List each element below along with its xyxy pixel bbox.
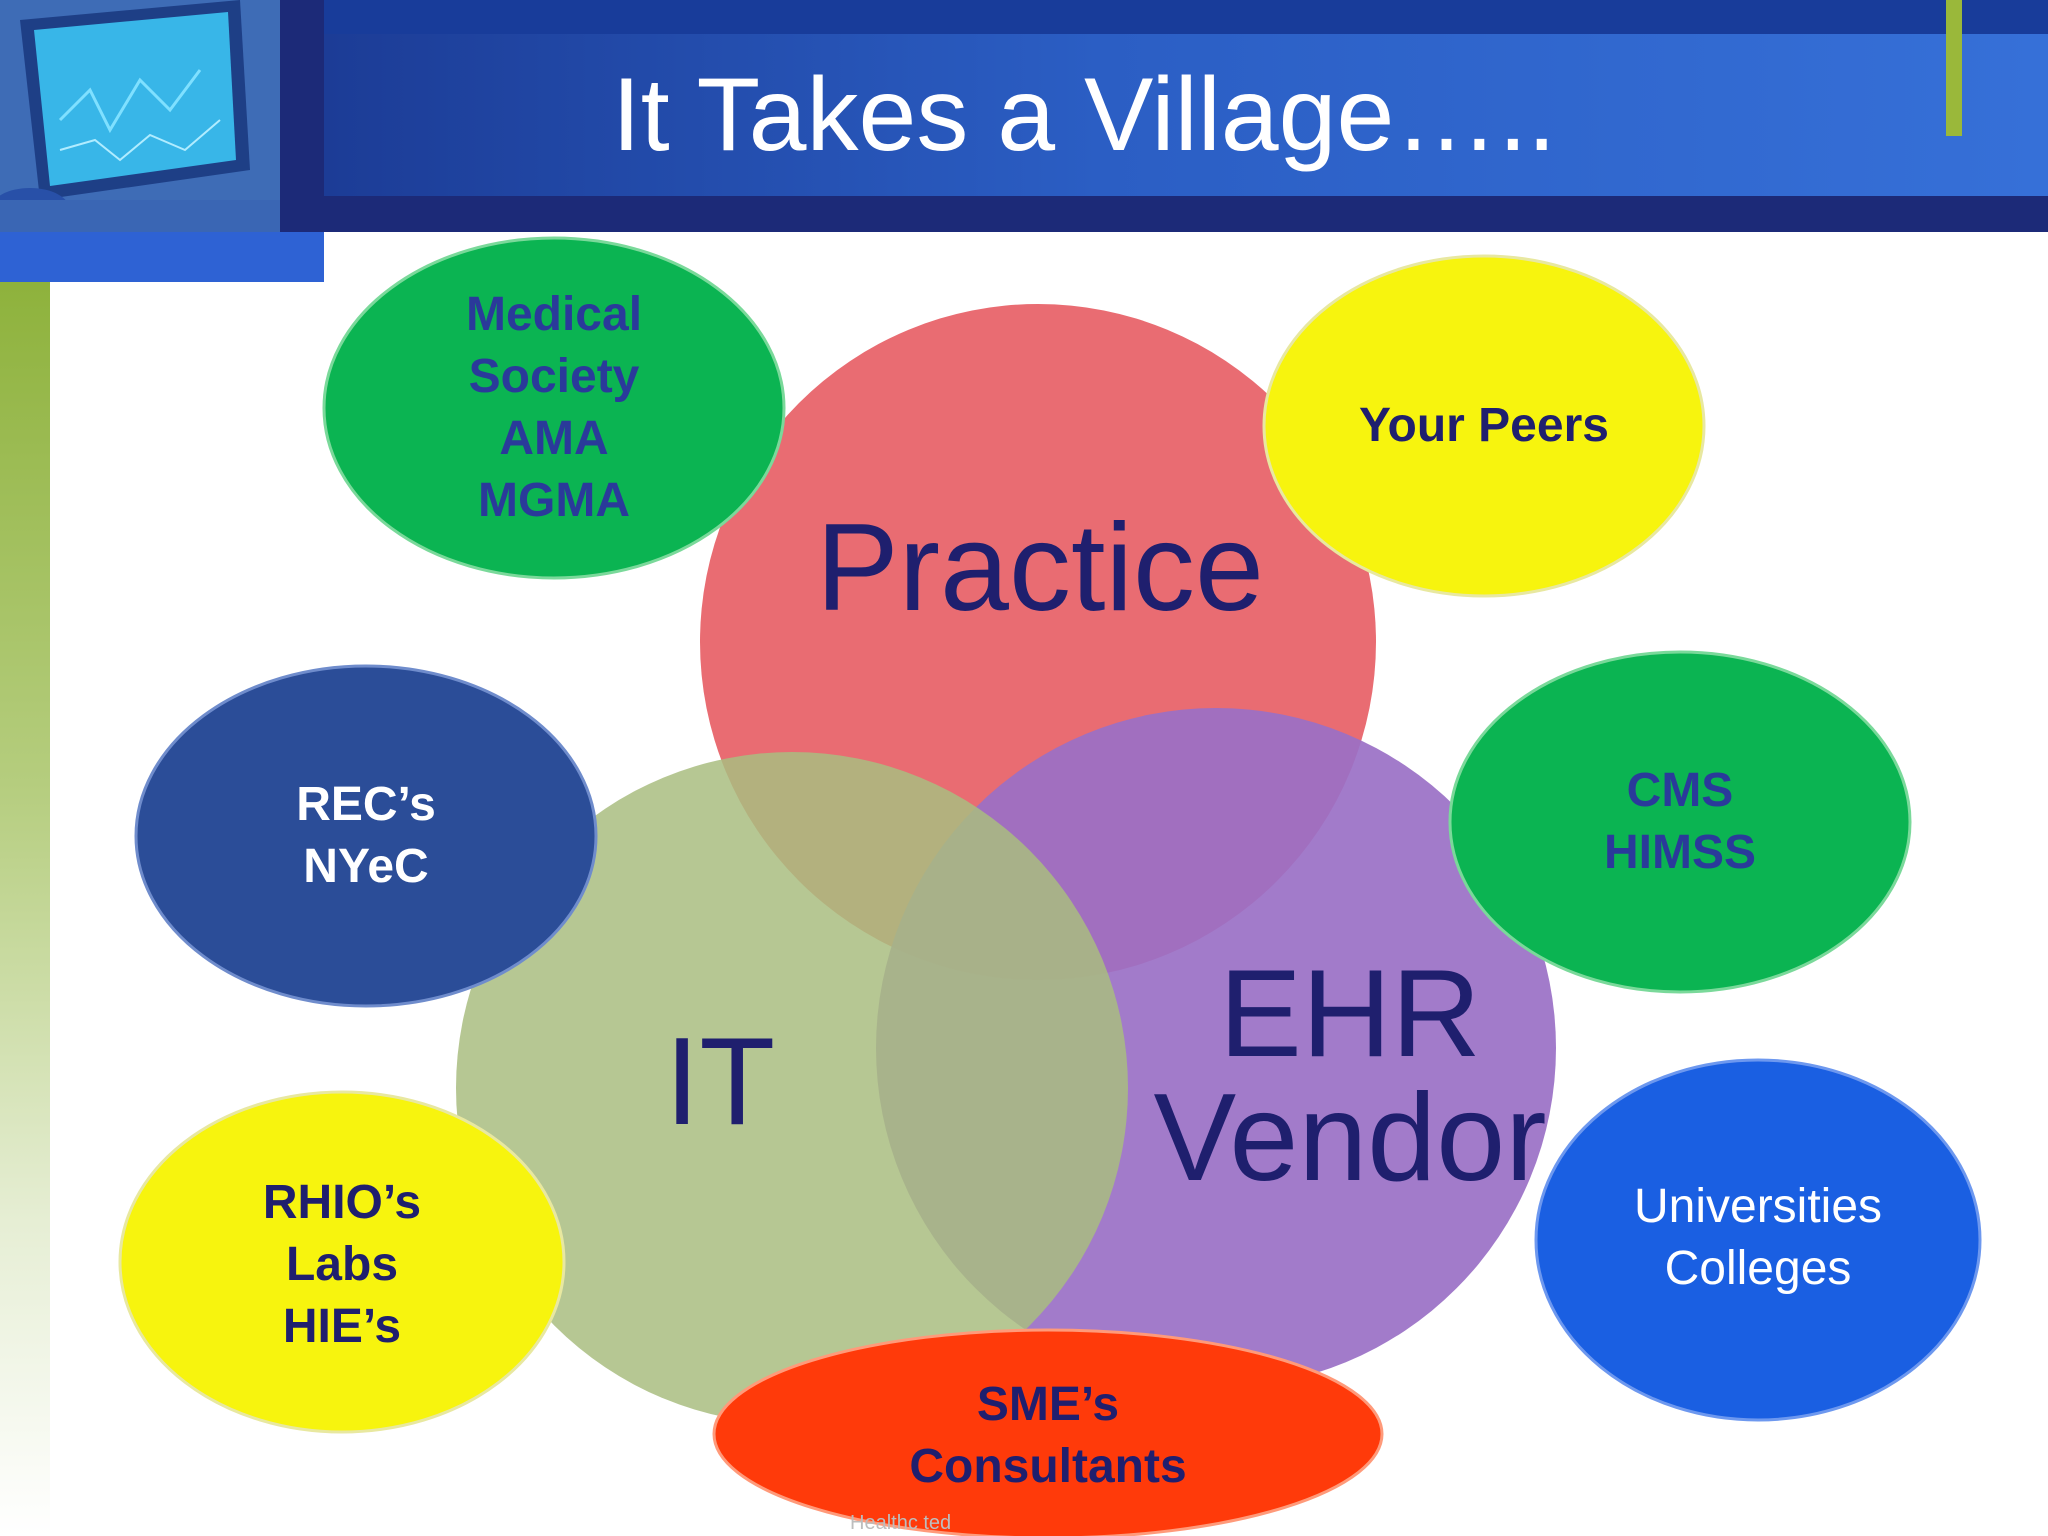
rhios-line-1: RHIO’s bbox=[262, 1176, 422, 1229]
universities-line-1: Universities bbox=[1633, 1180, 1883, 1233]
your-peers-label: Your Peers bbox=[1264, 386, 1704, 466]
computer-thumbnail-image bbox=[0, 0, 280, 232]
cms-line-2: HIMSS bbox=[1603, 826, 1756, 879]
header-corner-tab bbox=[0, 232, 324, 282]
medical-society-label: Medical Society AMA MGMA bbox=[354, 262, 754, 554]
your-peers-line-1: Your Peers bbox=[1359, 399, 1609, 452]
ehr-vendor-label: EHR Vendor bbox=[1120, 952, 1580, 1200]
smes-bubble bbox=[712, 1328, 1384, 1536]
rhios-line-2: Labs bbox=[285, 1238, 399, 1291]
title-bar bbox=[324, 34, 2048, 196]
ehr-vendor-label-line-2: Vendor bbox=[1153, 1069, 1547, 1207]
footer-faint-text: Healthc ted bbox=[850, 1512, 952, 1534]
header-top-strip bbox=[324, 0, 2048, 34]
medical-society-line-3: AMA bbox=[499, 412, 609, 465]
medical-society-line-2: Society bbox=[468, 350, 640, 403]
rhios-bubble bbox=[118, 1090, 566, 1434]
practice-label: Practice bbox=[816, 499, 1264, 637]
rhios-line-3: HIE’s bbox=[282, 1300, 402, 1353]
universities-label: Universities Colleges bbox=[1558, 1176, 1958, 1300]
smes-label: SME’s Consultants bbox=[848, 1374, 1248, 1498]
universities-line-2: Colleges bbox=[1664, 1242, 1852, 1295]
slide-title: It Takes a Village….. bbox=[611, 56, 1557, 173]
cms-line-1: CMS bbox=[1626, 764, 1734, 817]
medical-society-bubble bbox=[322, 236, 786, 580]
smes-line-2: Consultants bbox=[909, 1440, 1187, 1493]
medical-society-line-4: MGMA bbox=[478, 474, 630, 527]
header-rule bbox=[324, 196, 2048, 232]
header-accent-bar bbox=[1946, 0, 1962, 136]
universities-bubble bbox=[1534, 1058, 1982, 1422]
side-gradient-bar bbox=[0, 282, 50, 1536]
computer-monitor-icon bbox=[0, 0, 280, 232]
cms-label: CMS HIMSS bbox=[1480, 760, 1880, 884]
header-left-band bbox=[280, 0, 324, 232]
ehr-vendor-label-line-1: EHR bbox=[1219, 945, 1481, 1083]
recs-label: REC’s NYeC bbox=[166, 774, 566, 898]
it-label: IT bbox=[664, 1013, 776, 1151]
it-circle bbox=[456, 752, 1128, 1424]
your-peers-bubble bbox=[1262, 254, 1706, 598]
medical-society-line-1: Medical bbox=[465, 288, 643, 341]
cms-bubble bbox=[1448, 650, 1912, 994]
recs-line-2: NYeC bbox=[303, 840, 429, 893]
recs-line-1: REC’s bbox=[296, 778, 436, 831]
recs-bubble bbox=[134, 664, 598, 1008]
smes-line-1: SME’s bbox=[976, 1378, 1120, 1431]
rhios-label: RHIO’s Labs HIE’s bbox=[142, 1172, 542, 1358]
